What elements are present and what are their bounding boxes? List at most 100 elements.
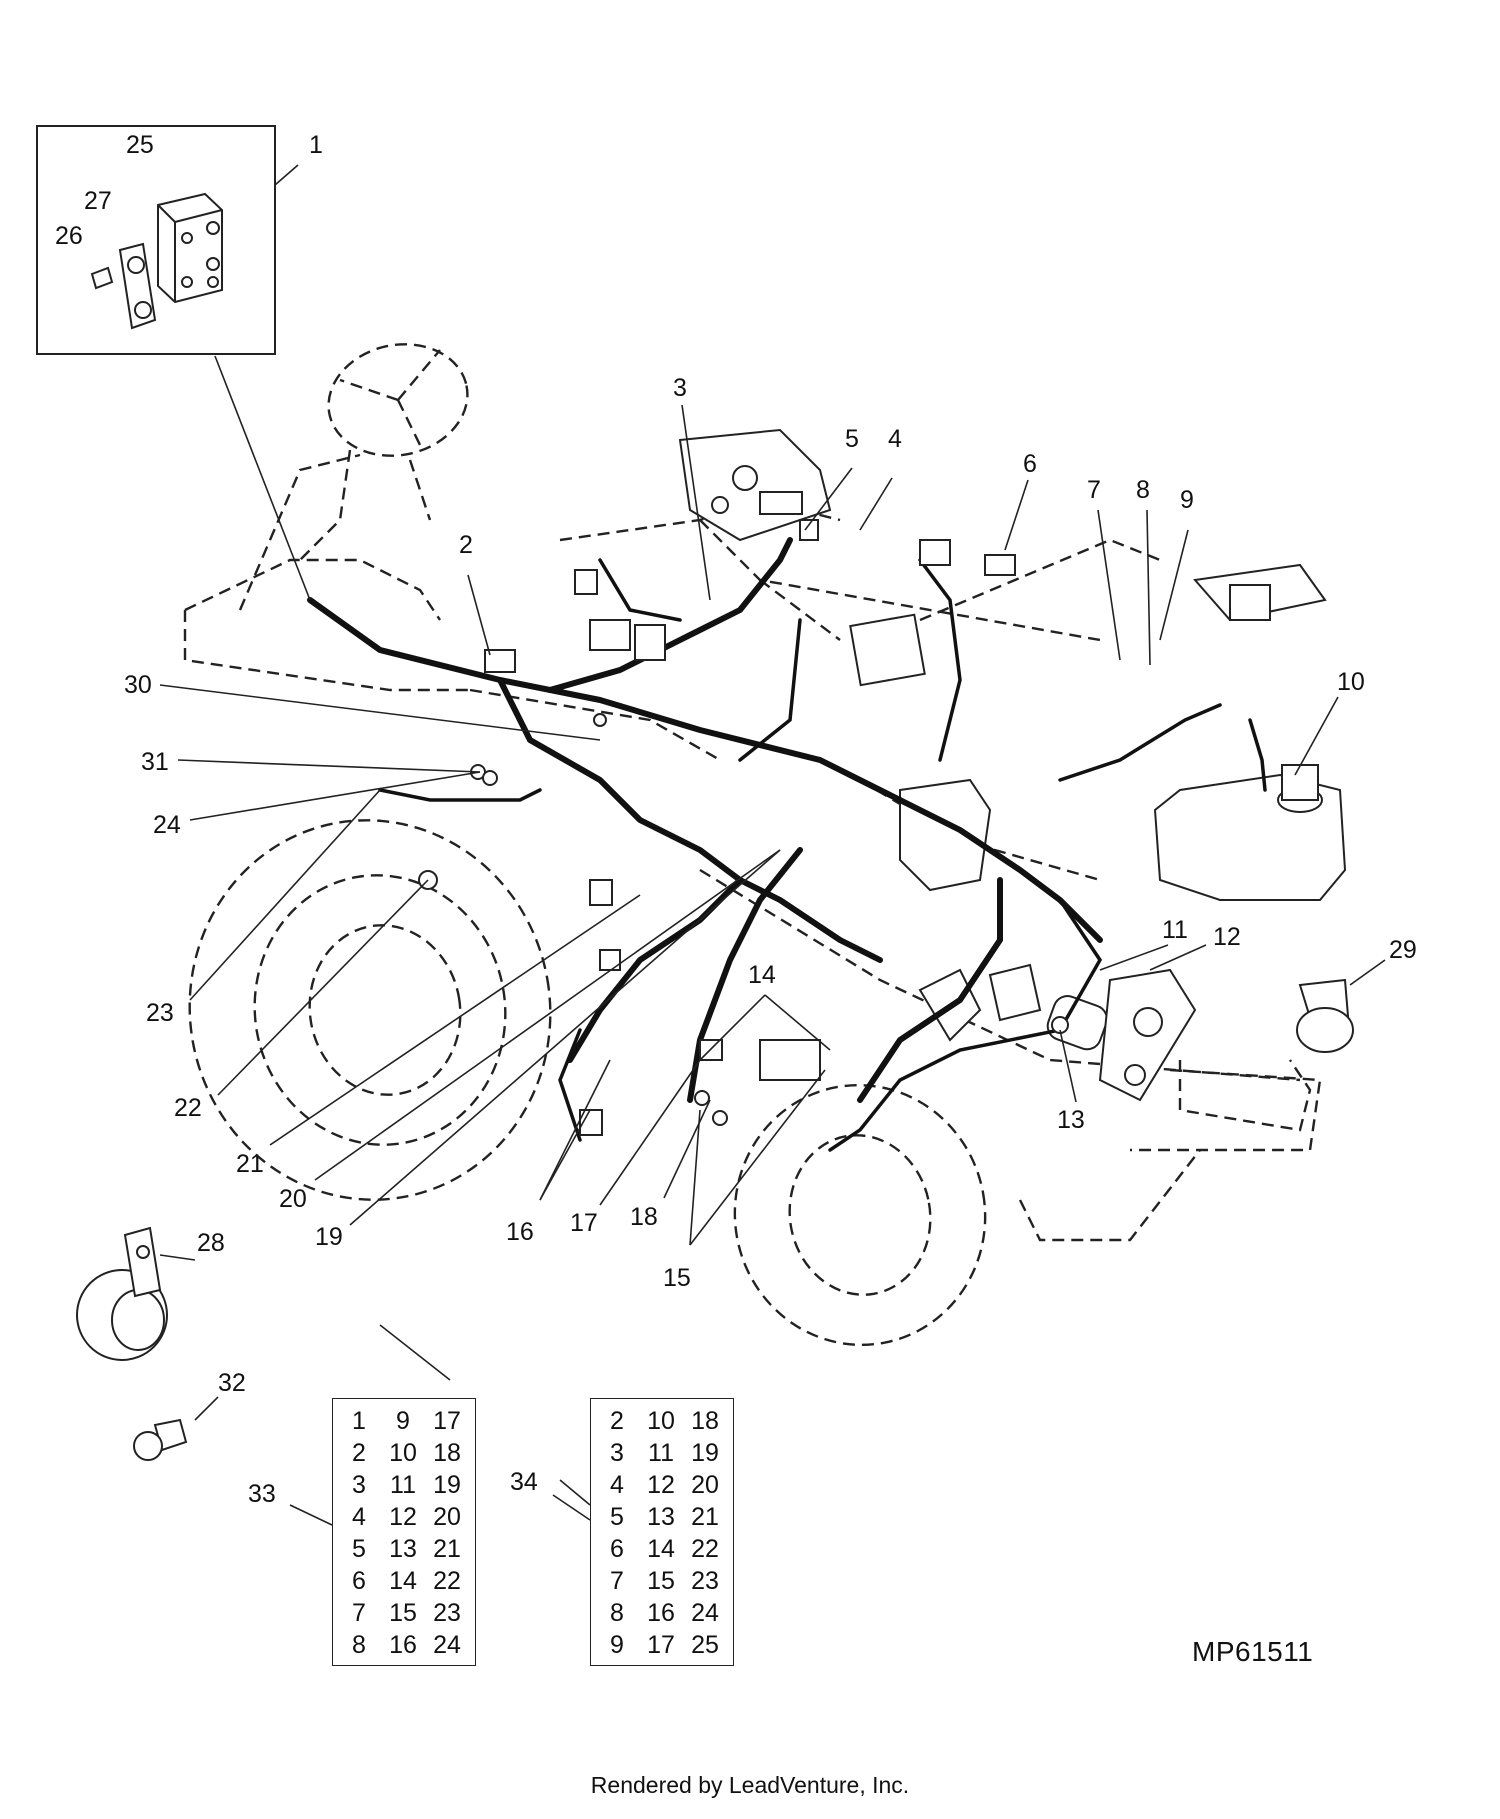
- table-33-cell: 9: [396, 1407, 410, 1435]
- table-34-cell: 11: [648, 1439, 674, 1467]
- callout-25: 25: [126, 131, 154, 159]
- table-33-cell: 11: [390, 1471, 416, 1499]
- mounting-plate-part: [118, 242, 157, 330]
- table-34-cell: 18: [691, 1407, 719, 1435]
- callout-26: 26: [55, 222, 83, 250]
- terminal-block-part: [157, 192, 223, 304]
- callout-22: 22: [174, 1094, 202, 1122]
- bulb-part: [1296, 978, 1354, 1053]
- callout-18: 18: [630, 1203, 658, 1231]
- table-34-cell: 23: [691, 1567, 719, 1595]
- reference-table-34: 2 10 18 3 11 19 4 12 20 5 13 21 6 14 22 7 15 23 8 16 24 9 17 25: [590, 1398, 734, 1666]
- callout-32: 32: [218, 1369, 246, 1397]
- battery-part: [849, 613, 926, 687]
- rear-tire-right: [733, 1083, 987, 1347]
- leader-lines: [159, 164, 1386, 1506]
- callout-10: 10: [1337, 668, 1365, 696]
- callout-14: 14: [748, 961, 776, 989]
- table-33-cell: 23: [433, 1599, 461, 1627]
- callout-19: 19: [315, 1223, 343, 1251]
- table-33-cell: 7: [352, 1599, 366, 1627]
- callout-29: 29: [1389, 936, 1417, 964]
- table-34-cell: 24: [691, 1599, 719, 1627]
- table-34-cell: 25: [691, 1631, 719, 1659]
- table-33-cell: 6: [352, 1567, 366, 1595]
- table-34-cell: 4: [610, 1471, 624, 1499]
- callout-5: 5: [845, 425, 859, 453]
- callout-6: 6: [1023, 450, 1037, 478]
- table-34-cell: 3: [610, 1439, 624, 1467]
- callout-16: 16: [506, 1218, 534, 1246]
- table-33-cell: 14: [389, 1567, 417, 1595]
- callout-31: 31: [141, 748, 169, 776]
- callout-11: 11: [1162, 916, 1188, 944]
- callout-27: 27: [84, 187, 112, 215]
- table-34-cell: 7: [610, 1567, 624, 1595]
- table-33-cell: 17: [433, 1407, 461, 1435]
- table-34-cell: 15: [647, 1567, 675, 1595]
- callout-12: 12: [1213, 923, 1241, 951]
- table-34-cell: 21: [691, 1503, 719, 1531]
- table-33-cell: 21: [433, 1535, 461, 1563]
- table-34-cell: 16: [647, 1599, 675, 1627]
- callout-33: 33: [248, 1480, 276, 1508]
- table-34-cell: 5: [610, 1503, 624, 1531]
- rear-tire-left: [188, 819, 552, 1201]
- table-34-cell: 22: [691, 1535, 719, 1563]
- tractor-frame-outline: [183, 453, 1322, 1242]
- solenoid-part: [1193, 563, 1327, 622]
- table-33-cell: 4: [352, 1503, 366, 1531]
- table-34-cell: 13: [647, 1503, 675, 1531]
- callout-4: 4: [888, 425, 902, 453]
- table-33-cell: 5: [352, 1535, 366, 1563]
- callout-28: 28: [197, 1229, 225, 1257]
- table-33-cell: 13: [389, 1535, 417, 1563]
- table-33-cell: 8: [352, 1631, 366, 1659]
- table-33-cell: 3: [352, 1471, 366, 1499]
- table-34-cell: 9: [610, 1631, 624, 1659]
- callout-8: 8: [1136, 476, 1150, 504]
- callout-20: 20: [279, 1185, 307, 1213]
- table-33-cell: 16: [389, 1631, 417, 1659]
- table-33-cell: 1: [352, 1407, 366, 1435]
- table-33-cell: 24: [433, 1631, 461, 1659]
- instrument-console: [678, 428, 832, 542]
- table-33-cell: 22: [433, 1567, 461, 1595]
- callout-9: 9: [1180, 486, 1194, 514]
- callout-34: 34: [510, 1468, 538, 1496]
- table-34-cell: 10: [647, 1407, 675, 1435]
- table-33-cell: 15: [389, 1599, 417, 1627]
- callout-21: 21: [236, 1150, 264, 1178]
- table-33-cell: 10: [389, 1439, 417, 1467]
- steering-wheel: [299, 343, 469, 561]
- fuel-tank-part: [1153, 764, 1347, 901]
- document-id: MP61511: [1192, 1636, 1314, 1667]
- callout-17: 17: [570, 1209, 598, 1237]
- table-34-cell: 20: [691, 1471, 719, 1499]
- footer-credit: Rendered by LeadVenture, Inc.: [590, 1772, 910, 1798]
- table-33-cell: 20: [433, 1503, 461, 1531]
- inset-frame: [36, 125, 276, 355]
- table-34-cell: 19: [691, 1439, 719, 1467]
- table-34-cell: 17: [647, 1631, 675, 1659]
- screw-part-32: [133, 1418, 188, 1461]
- callout-7: 7: [1087, 476, 1101, 504]
- callout-13: 13: [1057, 1106, 1085, 1134]
- callout-labels: 1 2 3 4 5 6 7 8 9 10 11 12 13 14 15 16 1…: [55, 131, 1417, 1508]
- table-34-cell: 2: [610, 1407, 624, 1435]
- callout-24: 24: [153, 811, 181, 839]
- screw-part: [90, 266, 114, 290]
- cable-clamp-part: [76, 1226, 168, 1361]
- callout-15: 15: [663, 1264, 691, 1292]
- table-34-cell: 12: [647, 1471, 675, 1499]
- table-34-cell: 8: [610, 1599, 624, 1627]
- table-34-cell: 6: [610, 1535, 624, 1563]
- callout-23: 23: [146, 999, 174, 1027]
- callout-2: 2: [459, 531, 473, 559]
- table-34-cell: 14: [647, 1535, 675, 1563]
- callout-30: 30: [124, 671, 152, 699]
- table-33-cell: 12: [389, 1503, 417, 1531]
